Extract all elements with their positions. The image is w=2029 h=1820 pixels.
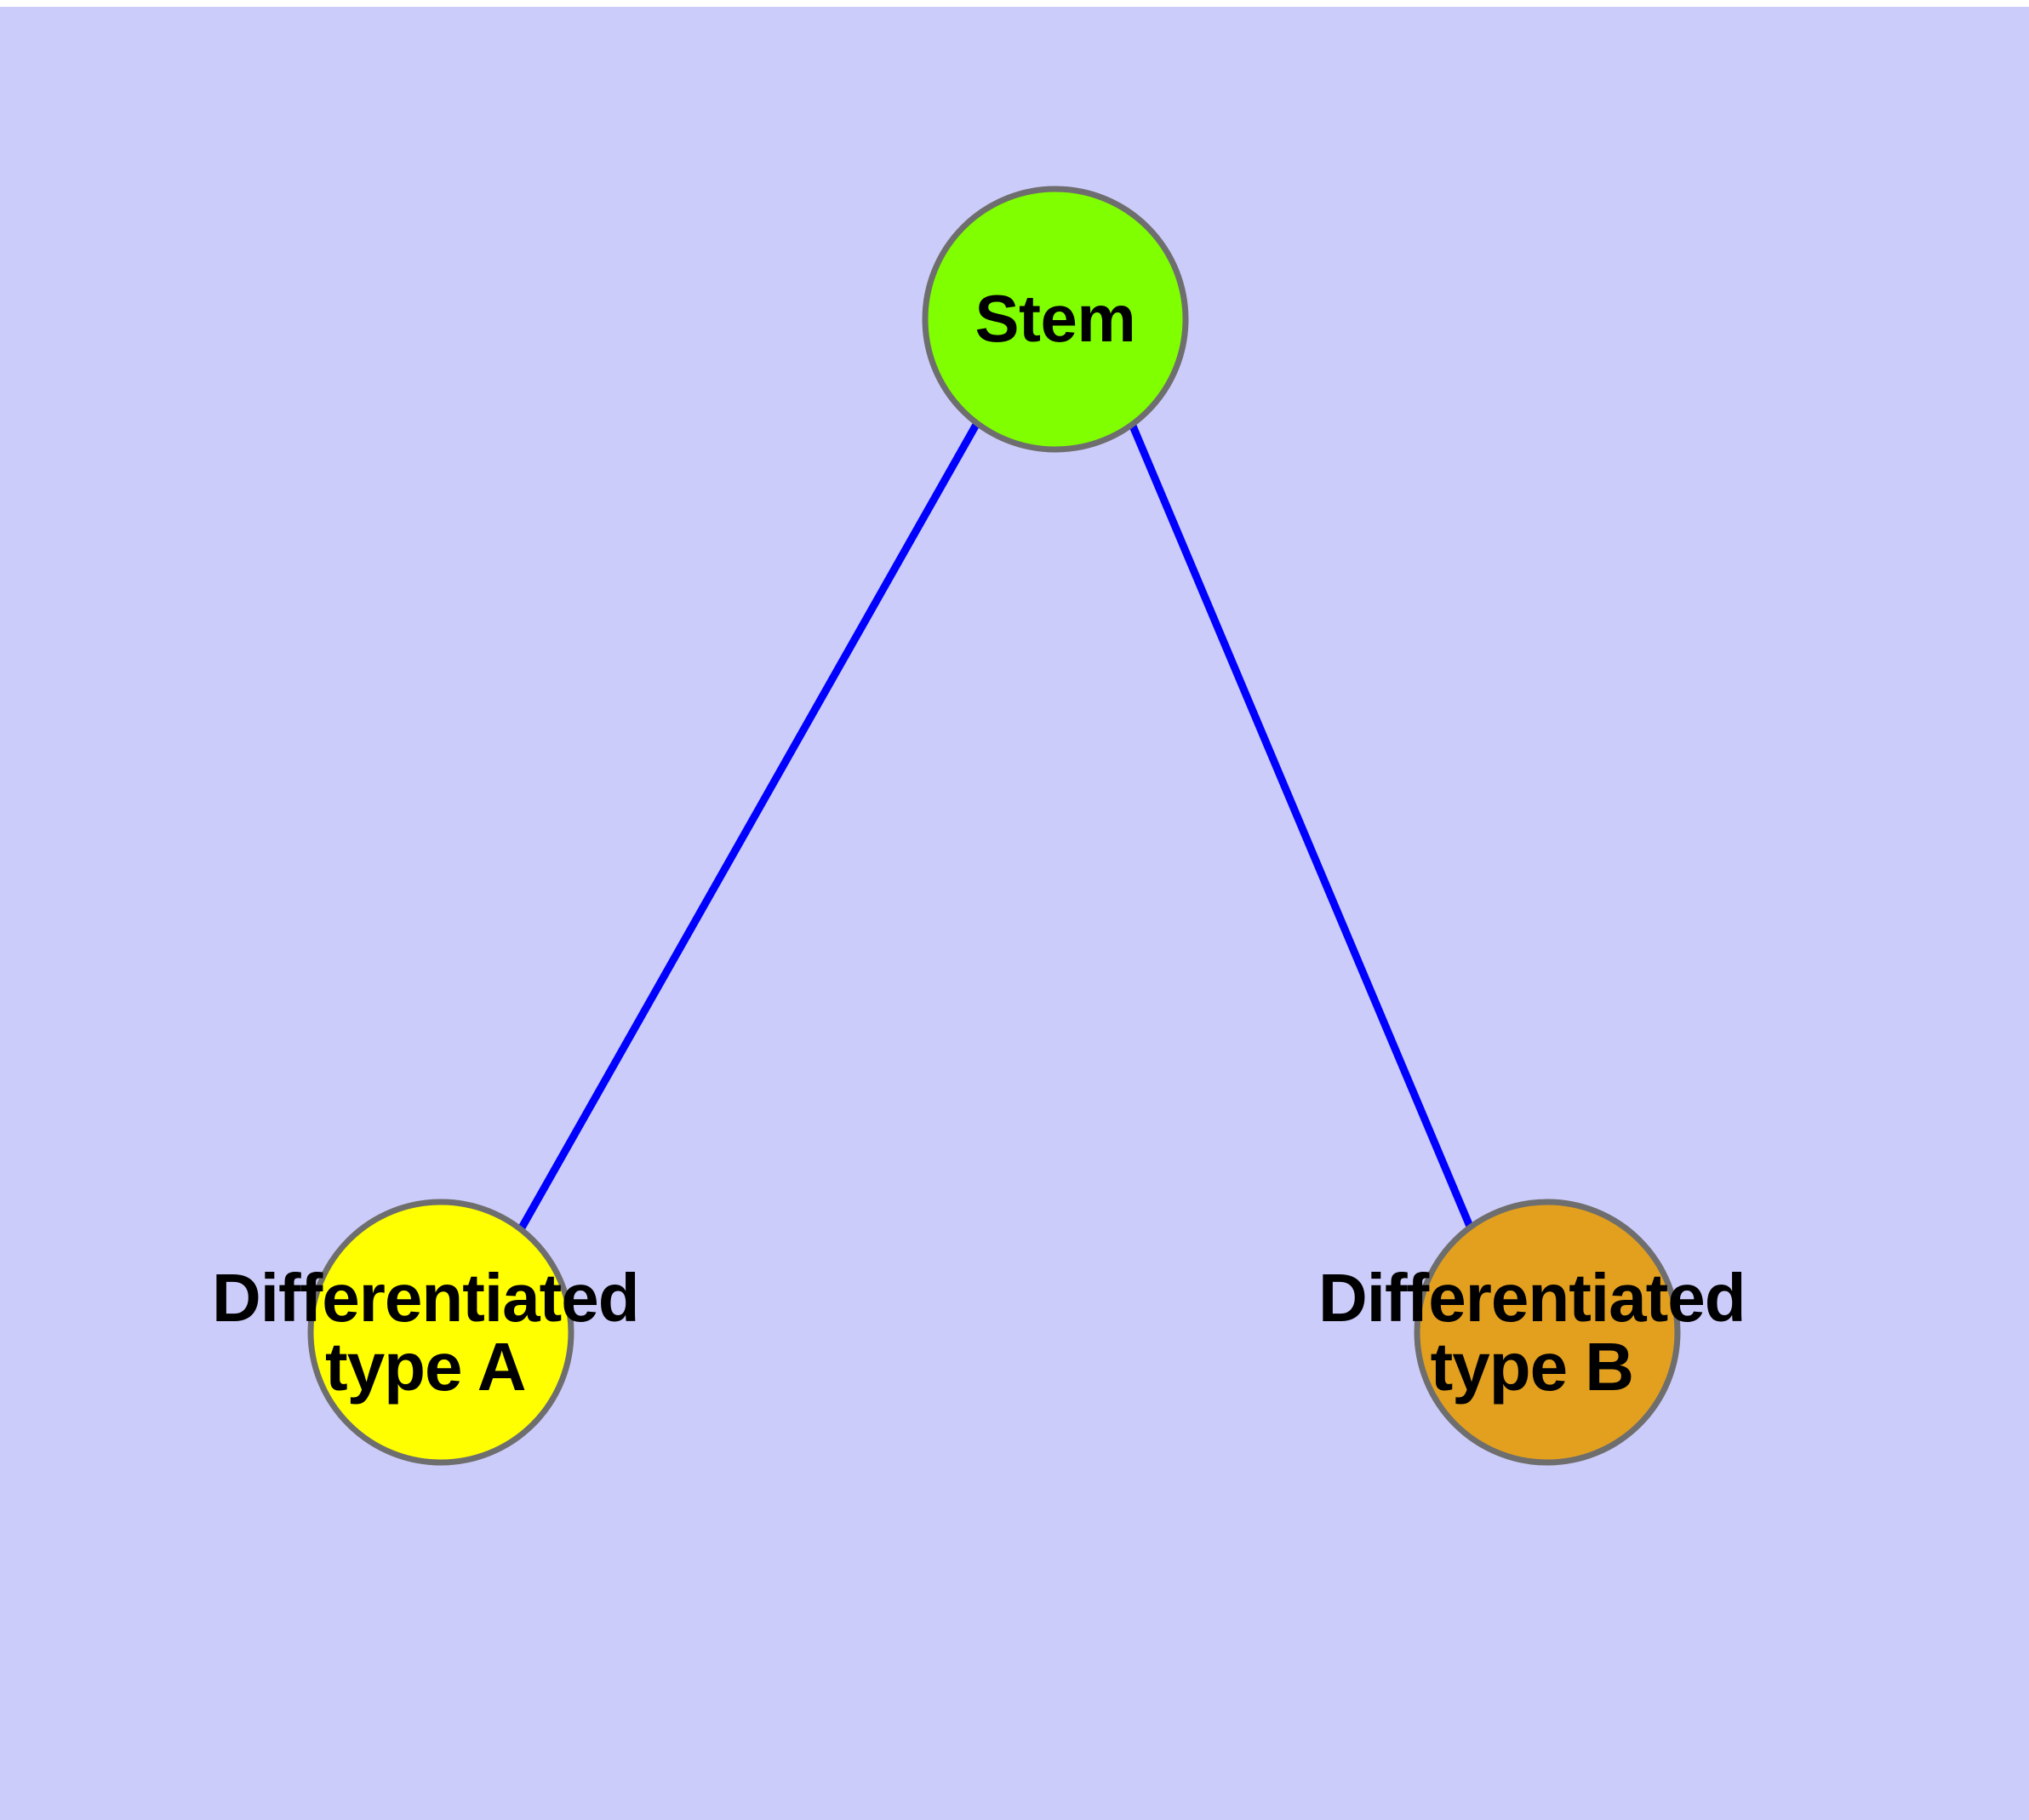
graph-node-diff-a[interactable] [307, 1199, 574, 1466]
graph-edge-stem-to-diff-a[interactable] [517, 421, 980, 1232]
nodes-layer [307, 186, 1681, 1466]
graph-node-diff-b[interactable] [1414, 1199, 1681, 1466]
edges-layer [517, 421, 1475, 1232]
graph-edge-stem-to-diff-b[interactable] [1128, 422, 1475, 1230]
graph-node-stem[interactable] [922, 186, 1189, 453]
